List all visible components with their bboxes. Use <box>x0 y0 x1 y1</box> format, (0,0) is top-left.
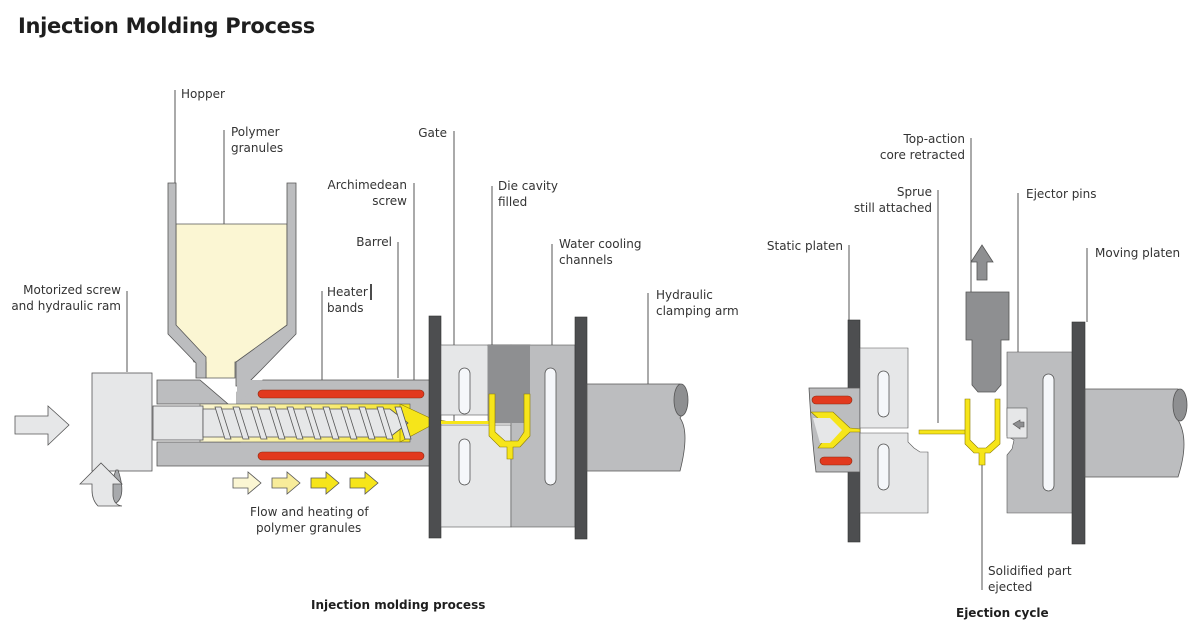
label-gate: Gate <box>418 126 447 140</box>
cooling-channel <box>458 367 471 415</box>
label-motorized-2: and hydraulic ram <box>11 299 121 313</box>
label-top-action-2: core retracted <box>879 148 965 162</box>
push-arrow-icon <box>14 405 70 446</box>
screw-flight <box>340 406 358 440</box>
label-flow-2: polymer granules <box>256 521 362 535</box>
screw-flight <box>304 406 322 440</box>
label-die-cavity-1: Die cavity <box>498 179 558 193</box>
static-platen <box>428 315 442 539</box>
screw-flight <box>358 406 376 440</box>
screw-flight <box>232 406 250 440</box>
label-top-action-1: Top-action <box>903 132 965 146</box>
screw-flight <box>322 406 340 440</box>
label-sprue-1: Sprue <box>896 185 932 199</box>
label-hydraulic-arm-1: Hydraulic <box>656 288 713 302</box>
cooling-channel <box>1042 373 1055 492</box>
screw-flight <box>376 406 394 440</box>
label-solidified-1: Solidified part <box>988 564 1072 578</box>
injection-molding-machine <box>14 90 689 540</box>
leader-lines <box>126 90 649 424</box>
cooling-channel <box>877 370 890 418</box>
label-sprue-2: still attached <box>853 201 932 215</box>
up-arrow-icon <box>970 244 994 281</box>
cooling-channel <box>458 438 471 486</box>
left-arrow-icon <box>1012 419 1025 430</box>
label-solidified-2: ejected <box>988 580 1033 594</box>
label-die-cavity-2: filled <box>498 195 528 209</box>
archimedean-screw <box>152 405 412 441</box>
hydraulic-clamping-arm <box>1084 388 1186 478</box>
page-title: Injection Molding Process <box>18 14 315 38</box>
label-ejector-pins: Ejector pins <box>1026 187 1097 201</box>
label-water-cooling-1: Water cooling <box>559 237 642 251</box>
rotation-arrow-icon <box>79 462 123 507</box>
sprue <box>918 429 967 435</box>
label-heater-bands-2: bands <box>327 301 364 315</box>
hopper <box>167 182 297 387</box>
die-cavity-part <box>488 393 531 460</box>
top-action-core <box>965 291 1010 393</box>
label-moving-platen: Moving platen <box>1095 246 1181 260</box>
flow-arrows <box>232 471 379 495</box>
caption-injection-molding: Injection molding process <box>311 598 486 612</box>
label-motorized-1: Motorized screw <box>23 283 121 297</box>
cooling-channel <box>877 443 890 491</box>
heater-bands <box>257 389 425 461</box>
cooling-channel <box>544 367 557 486</box>
flow-arrow-icon <box>349 471 379 495</box>
hydraulic-clamping-arm <box>586 383 686 472</box>
label-water-cooling-2: channels <box>559 253 613 267</box>
label-hydraulic-arm-2: clamping arm <box>656 304 739 318</box>
screw-flight <box>286 406 304 440</box>
flow-arrow-icon <box>271 471 301 495</box>
flow-arrow-icon <box>310 471 340 495</box>
label-archimedean-screw-1: Archimedean <box>327 178 407 192</box>
label-hopper: Hopper <box>181 87 225 101</box>
label-polymer-granules-2: granules <box>231 141 284 155</box>
label-barrel: Barrel <box>356 235 392 249</box>
label-heater-bands-1: Heater <box>327 285 368 299</box>
screw-flight <box>268 406 286 440</box>
moving-platen <box>1071 321 1086 545</box>
caption-ejection-cycle: Ejection cycle <box>956 606 1049 620</box>
label-polymer-granules-1: Polymer <box>231 125 280 139</box>
screw-flight <box>214 406 232 440</box>
flow-arrow-icon <box>232 471 262 495</box>
motorized-ram <box>14 372 153 507</box>
solidified-part <box>964 398 1001 466</box>
label-flow-1: Flow and heating of <box>250 505 369 519</box>
screw-flight <box>394 406 412 440</box>
label-archimedean-screw-2: screw <box>372 194 407 208</box>
moving-platen <box>574 316 588 540</box>
screw-flight <box>250 406 268 440</box>
label-static-platen: Static platen <box>766 239 843 253</box>
ejection-cycle-diagram <box>808 138 1188 590</box>
mold-assembly <box>428 315 689 540</box>
